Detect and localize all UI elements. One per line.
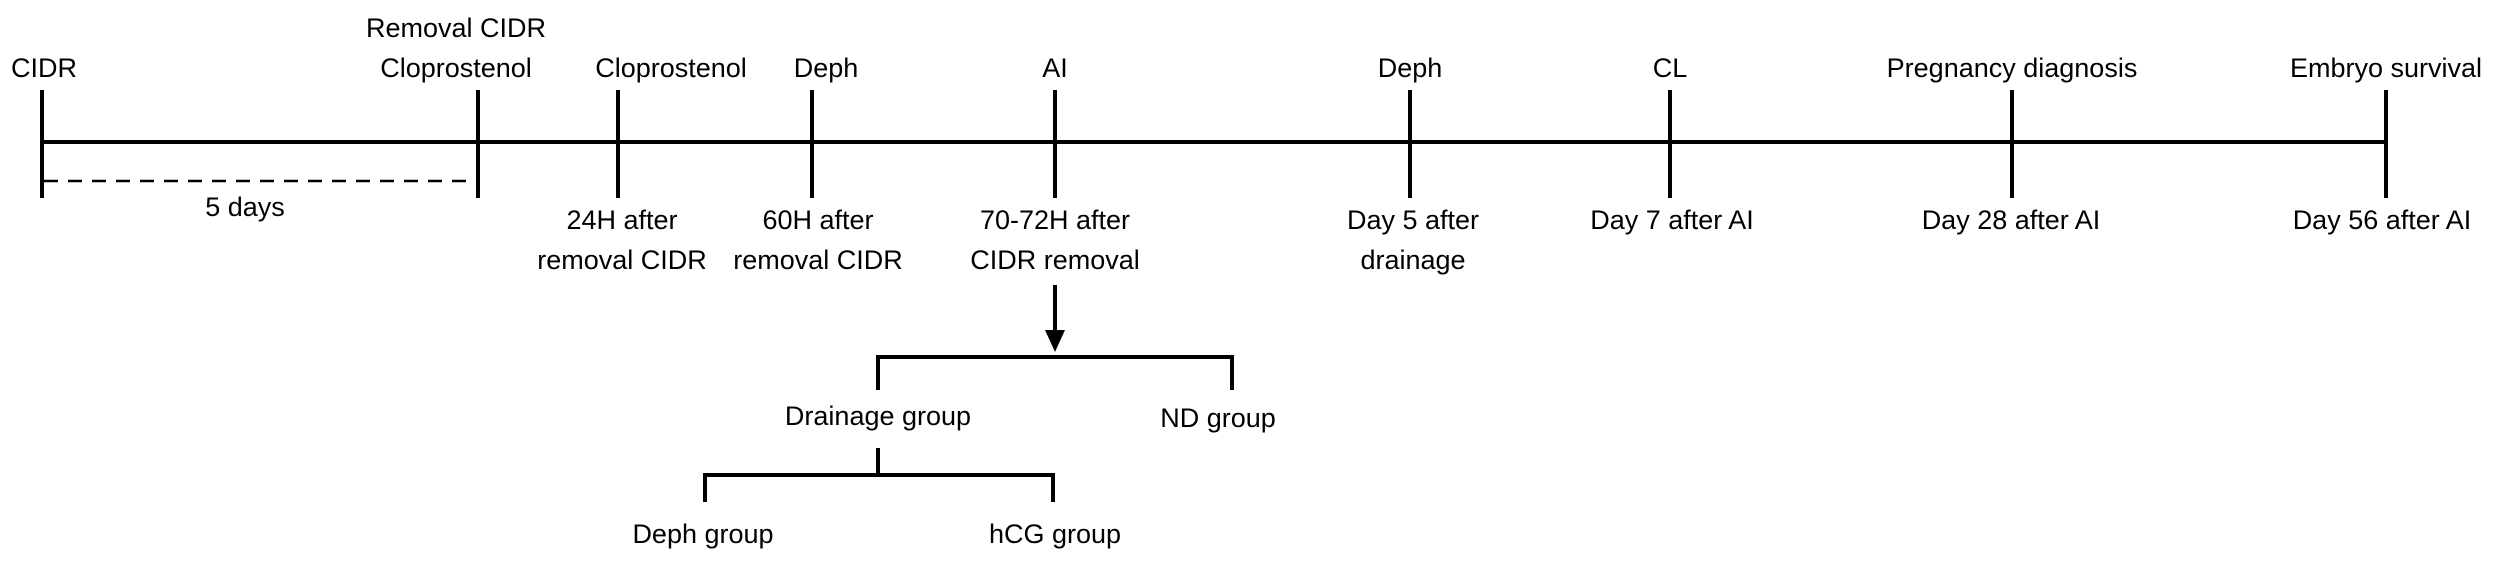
event-label-above-8-0: Embryo survival	[2290, 53, 2482, 83]
event-label-below-3-0: 60H after	[762, 205, 873, 235]
event-label-above-6-0: CL	[1653, 53, 1688, 83]
event-label-above-0-0: CIDR	[11, 53, 77, 83]
event-label-below-4-1: CIDR removal	[970, 245, 1140, 275]
event-label-below-2-1: removal CIDR	[537, 245, 707, 275]
event-label-above-3-0: Deph	[794, 53, 859, 83]
event-label-above-1-0: Removal CIDR	[366, 13, 546, 43]
nd-group-label: ND group	[1160, 403, 1276, 433]
event-label-below-5-0: Day 5 after	[1347, 205, 1479, 235]
event-label-above-1-1: Cloprostenol	[380, 53, 532, 83]
event-labels-above: CIDR Removal CIDR Cloprostenol Cloprostenol…	[11, 13, 2482, 83]
event-label-below-4-0: 70-72H after	[980, 205, 1130, 235]
deph-group-label: Deph group	[632, 519, 773, 549]
split-bracket-1	[876, 355, 1234, 390]
hcg-group-label: hCG group	[989, 519, 1121, 549]
event-label-below-8-0: Day 56 after AI	[2293, 205, 2472, 235]
event-label-below-6-0: Day 7 after AI	[1590, 205, 1754, 235]
interval-label: 5 days	[205, 192, 285, 222]
drainage-group-label: Drainage group	[785, 401, 971, 431]
event-label-above-5-0: Deph	[1378, 53, 1443, 83]
ai-arrow-head	[1045, 330, 1065, 352]
event-label-above-2-0: Cloprostenol	[595, 53, 747, 83]
event-ticks	[40, 90, 2388, 198]
event-labels-below: 24H after removal CIDR 60H after removal CI…	[537, 205, 2471, 275]
event-label-above-7-0: Pregnancy diagnosis	[1887, 53, 2138, 83]
event-label-above-4-0: AI	[1042, 53, 1068, 83]
event-label-below-3-1: removal CIDR	[733, 245, 903, 275]
split-bracket-2	[703, 473, 1055, 502]
event-label-below-7-0: Day 28 after AI	[1922, 205, 2101, 235]
event-label-below-2-0: 24H after	[566, 205, 677, 235]
event-label-below-5-1: drainage	[1360, 245, 1465, 275]
